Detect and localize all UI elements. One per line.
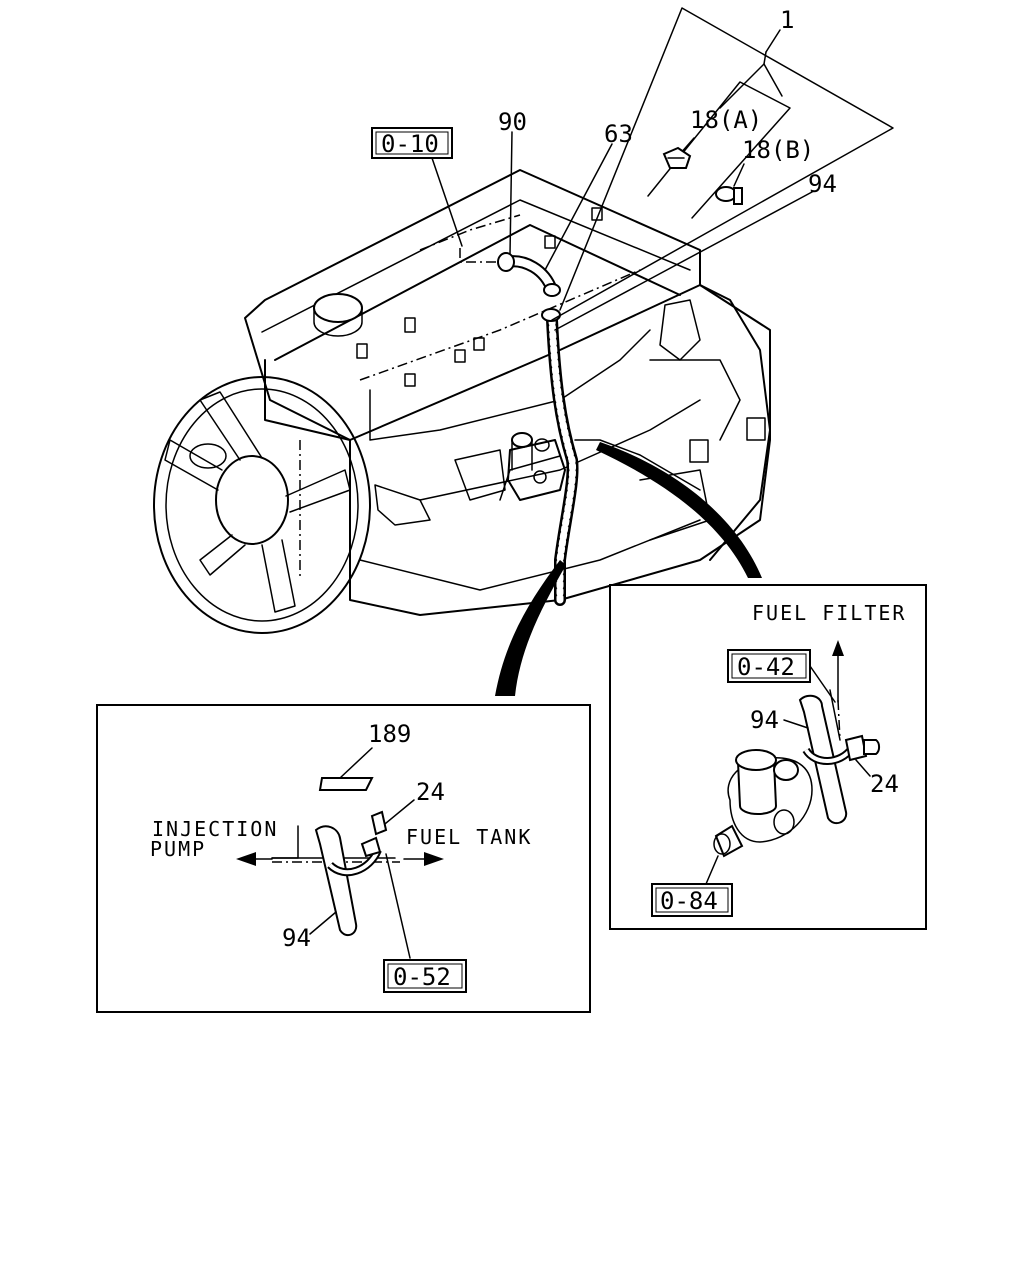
callout-94-main: 94 [808, 170, 837, 198]
caption-fuel-filter: FUEL FILTER [752, 601, 906, 625]
callout-1: 1 [780, 6, 794, 34]
callout-189: 189 [368, 720, 411, 748]
detail-box-right: FUEL FILTER 0-42 94 24 0-8 [609, 584, 927, 930]
svg-text:0-42: 0-42 [737, 653, 795, 681]
callout-18b: 18(B) [742, 136, 814, 164]
ref-box-0-42: 0-42 [727, 649, 811, 683]
callout-18a: 18(A) [690, 106, 762, 134]
clip-18a-icon [662, 146, 692, 169]
fuel-hose-94 [499, 314, 701, 606]
ref-box-0-84: 0-84 [651, 883, 733, 917]
callout-94-right: 94 [750, 706, 779, 734]
svg-text:0-84: 0-84 [660, 887, 718, 915]
fuel-filter-on-engine [507, 432, 566, 501]
callout-leaders [431, 7, 894, 331]
detail-pointer-right [596, 442, 762, 578]
detail-box-left: 189 24 INJECTION PUMP FUEL TANK 94 0-52 [96, 704, 591, 1013]
ref-box-0-10: 0-10 [371, 127, 453, 159]
clip-90 [459, 248, 515, 272]
svg-text:0-52: 0-52 [393, 963, 451, 991]
engine-illustration [153, 169, 771, 634]
ref-box-0-52: 0-52 [383, 959, 467, 993]
callout-24-right: 24 [870, 770, 899, 798]
callout-90: 90 [498, 108, 527, 136]
callout-94-left: 94 [282, 924, 311, 952]
caption-injection-line1: INJECTION [152, 817, 278, 841]
caption-fuel-tank: FUEL TANK [406, 825, 532, 849]
caption-injection-line2: PUMP [150, 837, 206, 861]
clip-18b-icon [715, 186, 743, 205]
svg-text:0-10: 0-10 [381, 130, 439, 158]
clamp-near-flange [541, 308, 561, 322]
callout-24-left: 24 [416, 778, 445, 806]
detail-pointer-left [495, 560, 566, 696]
callout-63: 63 [604, 120, 633, 148]
